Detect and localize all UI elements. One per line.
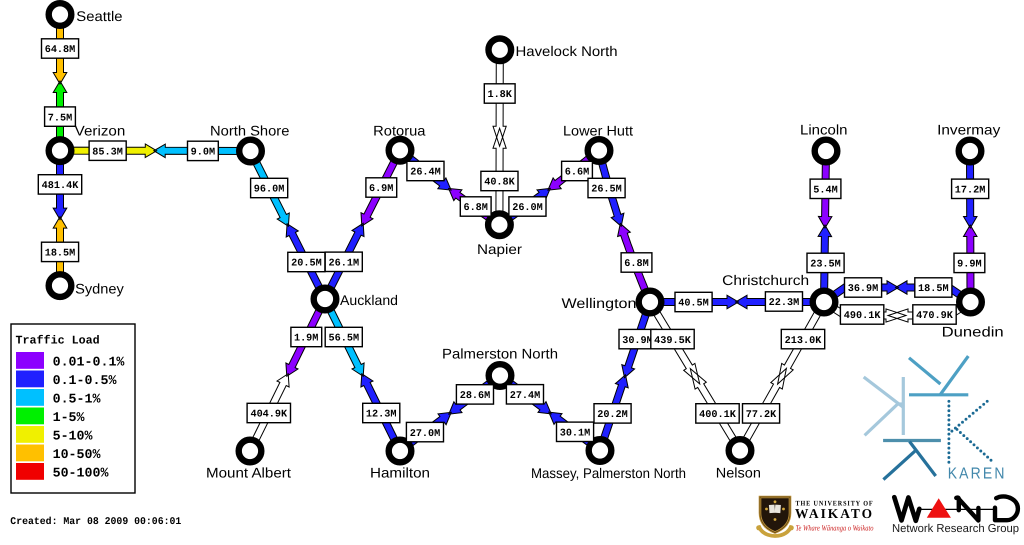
svg-text:12.3M: 12.3M	[366, 410, 397, 421]
svg-text:50-100%: 50-100%	[53, 465, 109, 480]
svg-text:Seattle: Seattle	[76, 8, 122, 24]
svg-text:64.8M: 64.8M	[45, 45, 76, 56]
svg-text:490.1K: 490.1K	[844, 311, 882, 322]
svg-text:Network Research Group: Network Research Group	[892, 523, 1019, 535]
svg-text:10-50%: 10-50%	[53, 447, 101, 462]
svg-text:Dunedin: Dunedin	[942, 324, 1004, 340]
svg-text:Verizon: Verizon	[75, 123, 126, 139]
svg-text:26.1M: 26.1M	[329, 259, 360, 270]
svg-text:5.4M: 5.4M	[813, 185, 837, 196]
svg-text:Havelock North: Havelock North	[516, 43, 618, 59]
svg-text:85.3M: 85.3M	[92, 147, 123, 158]
svg-text:439.5K: 439.5K	[654, 336, 692, 347]
svg-text:28.6M: 28.6M	[460, 391, 491, 402]
svg-text:77.2K: 77.2K	[746, 410, 777, 421]
svg-text:1.9M: 1.9M	[294, 334, 318, 345]
svg-text:Hamilton: Hamilton	[370, 465, 430, 481]
svg-text:1.8K: 1.8K	[487, 90, 512, 101]
svg-text:Created: Mar 08 2009 00:06:01: Created: Mar 08 2009 00:06:01	[10, 516, 181, 528]
svg-text:26.0M: 26.0M	[512, 203, 543, 214]
svg-text:Lower Hutt: Lower Hutt	[563, 123, 633, 139]
svg-text:Napier: Napier	[477, 241, 522, 257]
svg-text:Palmerston North: Palmerston North	[442, 346, 558, 362]
svg-text:40.5M: 40.5M	[678, 299, 709, 310]
svg-text:Auckland: Auckland	[340, 292, 398, 308]
svg-text:WAIKATO: WAIKATO	[795, 506, 874, 521]
svg-text:7.5M: 7.5M	[48, 113, 72, 124]
svg-text:0.01-0.1%: 0.01-0.1%	[53, 354, 125, 369]
svg-text:0.1-0.5%: 0.1-0.5%	[53, 373, 117, 388]
svg-text:9.0M: 9.0M	[191, 148, 215, 159]
svg-text:18.5M: 18.5M	[45, 249, 76, 260]
svg-text:6.9M: 6.9M	[369, 184, 393, 195]
svg-text:Wellington: Wellington	[562, 295, 637, 311]
svg-text:0.5-1%: 0.5-1%	[53, 391, 101, 406]
svg-text:Mount Albert: Mount Albert	[206, 465, 291, 481]
svg-text:20.2M: 20.2M	[597, 410, 628, 421]
svg-text:6.6M: 6.6M	[565, 168, 589, 179]
svg-text:KAREN: KAREN	[948, 465, 1007, 482]
svg-text:Traffic Load: Traffic Load	[16, 334, 100, 348]
svg-text:9.9M: 9.9M	[957, 260, 981, 271]
svg-text:Te Whare Wānanga o Waikato: Te Whare Wānanga o Waikato	[796, 524, 874, 533]
svg-text:23.5M: 23.5M	[810, 260, 841, 271]
svg-text:THE UNIVERSITY OF: THE UNIVERSITY OF	[796, 500, 874, 508]
svg-text:5-10%: 5-10%	[53, 428, 93, 443]
svg-text:36.9M: 36.9M	[848, 284, 879, 295]
svg-text:26.4M: 26.4M	[410, 168, 441, 179]
svg-text:Invermay: Invermay	[937, 122, 1000, 138]
svg-text:6.8M: 6.8M	[463, 203, 487, 214]
svg-text:North Shore: North Shore	[210, 123, 290, 139]
svg-text:27.4M: 27.4M	[510, 391, 541, 402]
svg-text:Lincoln: Lincoln	[800, 122, 848, 138]
svg-text:27.0M: 27.0M	[410, 429, 441, 440]
svg-text:96.0M: 96.0M	[254, 185, 285, 196]
svg-text:213.0K: 213.0K	[785, 336, 823, 347]
svg-text:26.5M: 26.5M	[591, 185, 622, 196]
svg-text:400.1K: 400.1K	[699, 410, 737, 421]
svg-text:Rotorua: Rotorua	[373, 123, 426, 139]
svg-text:Nelson: Nelson	[716, 465, 761, 481]
svg-text:30.9M: 30.9M	[622, 336, 653, 347]
svg-text:22.3M: 22.3M	[769, 298, 800, 309]
svg-text:56.5M: 56.5M	[329, 334, 360, 345]
svg-text:Christchurch: Christchurch	[722, 272, 809, 288]
svg-text:470.9K: 470.9K	[916, 311, 954, 322]
svg-text:Sydney: Sydney	[75, 281, 124, 297]
svg-text:20.5M: 20.5M	[291, 259, 322, 270]
svg-text:30.1M: 30.1M	[560, 428, 591, 439]
svg-text:Massey, Palmerston North: Massey, Palmerston North	[531, 465, 686, 481]
svg-text:481.4K: 481.4K	[42, 181, 80, 192]
svg-text:18.5M: 18.5M	[918, 284, 949, 295]
svg-text:1-5%: 1-5%	[53, 410, 85, 425]
svg-text:6.8M: 6.8M	[624, 259, 648, 270]
svg-text:40.8K: 40.8K	[484, 178, 515, 189]
svg-text:404.9K: 404.9K	[250, 410, 288, 421]
svg-text:17.2M: 17.2M	[955, 185, 986, 196]
